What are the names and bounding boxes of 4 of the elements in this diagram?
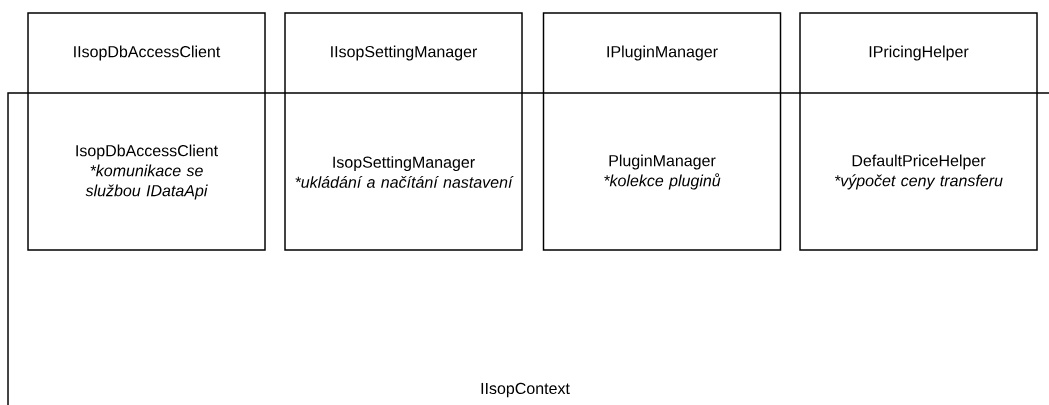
class-box: IIsopDbAccessClient IsopDbAccessClient *komunikace se službou IDataApi bbox=[27, 12, 266, 251]
class-box: IPricingHelper DefaultPriceHelper *výpočet ceny transferu bbox=[799, 12, 1038, 251]
class-box: IPluginManager PluginManager *kolekce pluginů bbox=[542, 12, 782, 251]
class-box: IIsopSettingManager IsopSettingManager *ukládání a načítání nastavení bbox=[284, 12, 523, 251]
